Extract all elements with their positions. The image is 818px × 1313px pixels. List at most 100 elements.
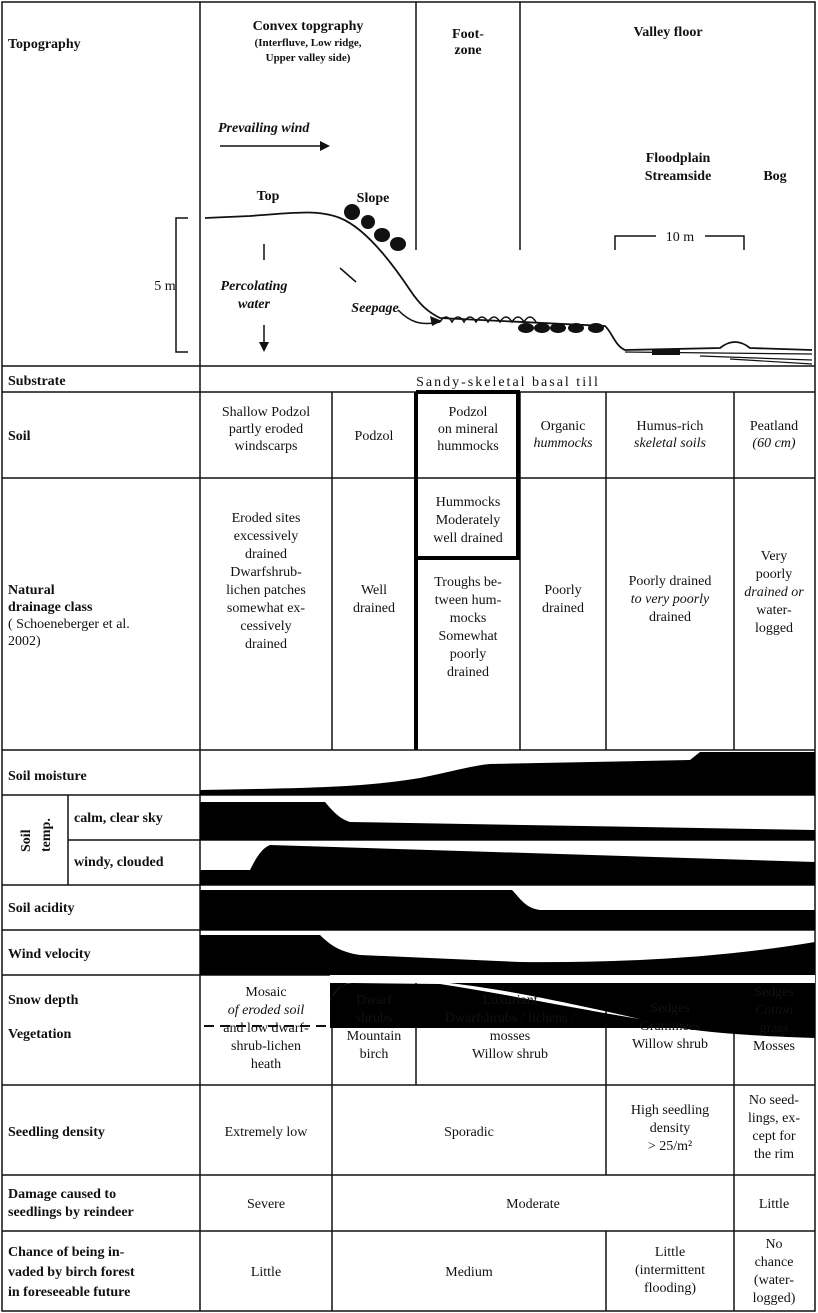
seed-c5-l3: > 25/m² xyxy=(648,1139,692,1154)
seed-c6-l1: No seed- xyxy=(749,1093,799,1108)
podzol-hummock-emphasis-box xyxy=(414,390,520,750)
chance-c1: Little xyxy=(251,1265,281,1280)
top-label: Top xyxy=(257,189,280,204)
veg-c1-l1: Mosaic xyxy=(245,985,286,1000)
drain-c3a-l2: Moderately xyxy=(436,513,501,528)
terrain-line xyxy=(204,211,813,351)
drain-c4-l1: Poorly xyxy=(544,583,581,598)
drain-c2-l2: drained xyxy=(353,601,395,616)
veg-c3-l4: Willow shrub xyxy=(472,1047,548,1062)
percolating-label-1: Percolating xyxy=(221,279,288,294)
soil-c1-line2: partly eroded xyxy=(229,422,303,437)
drain-c3b-l3: mocks xyxy=(450,611,487,626)
streamside-channel xyxy=(652,349,680,355)
drain-c6-l3: drained or xyxy=(744,585,804,600)
seed-c6-l2: lings, ex- xyxy=(748,1111,800,1126)
damage-label-1: Damage caused to xyxy=(8,1187,116,1202)
scale-5m-label: 5 m xyxy=(154,279,176,294)
soil-c3-line1: Podzol xyxy=(449,405,488,420)
veg-c5-l1: Sedges xyxy=(650,1001,690,1016)
drain-c1-l7: cessively xyxy=(240,619,291,634)
substrate-value: Sandy-skeletal basal till xyxy=(416,375,600,390)
snow-depth-band xyxy=(330,975,815,1038)
drainage-label-1: Natural xyxy=(8,583,55,598)
bog-label: Bog xyxy=(763,169,786,184)
soil-c5-line2: skeletal soils xyxy=(634,436,706,451)
soil-c4-line2: hummocks xyxy=(533,436,593,451)
drain-c6-l4: water- xyxy=(756,603,792,618)
row-label-soil-moisture: Soil moisture xyxy=(8,769,87,784)
drainage-label: Natural drainage class ( Schoeneberger e… xyxy=(8,583,130,649)
topography-profile xyxy=(175,141,813,365)
drain-c1-l8: drained xyxy=(245,637,287,652)
snow-depth-fill xyxy=(330,983,815,1028)
row-label-topography: Topography xyxy=(8,37,81,52)
row-label-vegetation: Vegetation xyxy=(8,1027,71,1042)
slope-label: Slope xyxy=(357,191,390,206)
drainage-label-2: drainage class xyxy=(8,600,93,615)
soil-cells: Shallow Podzol partly eroded windscarps … xyxy=(222,405,798,454)
drain-c3b-l5: poorly xyxy=(450,647,487,662)
chance-c6-l2: chance xyxy=(755,1255,794,1270)
hummock-ripples xyxy=(439,316,537,324)
drain-c6-l5: logged xyxy=(755,621,793,636)
veg-c5-l2: Graminees xyxy=(640,1019,701,1034)
soil-c6-line1: Peatland xyxy=(750,419,798,434)
drain-c1-l4: Dwarfshrub- xyxy=(230,565,302,580)
drain-c1-l3: drained xyxy=(245,547,287,562)
veg-c2-l4: birch xyxy=(360,1047,389,1062)
veg-c6-l2: Cotton xyxy=(755,1003,793,1018)
veg-c1-l5: heath xyxy=(251,1057,281,1072)
seepage-arrow-upper xyxy=(339,267,357,283)
scale-10m-label: 10 m xyxy=(666,230,695,245)
drain-c3b-l1: Troughs be- xyxy=(434,575,502,590)
drain-c1-l2: excessively xyxy=(234,529,299,544)
drain-c3a-l3: well drained xyxy=(433,531,503,546)
gradient-bands xyxy=(200,752,815,1038)
drain-c1-l6: somewhat ex- xyxy=(227,601,305,616)
soil-c4-line1: Organic xyxy=(541,419,586,434)
scale-bar-5m xyxy=(175,217,188,353)
damage-c6: Little xyxy=(759,1197,789,1212)
soil-acidity-band xyxy=(200,890,815,930)
veg-c2-l2: shrubs xyxy=(356,1011,393,1026)
drain-c3b-l4: Somewhat xyxy=(438,629,497,644)
temp-windy-label: windy, clouded xyxy=(74,855,164,870)
veg-c3-l3: mosses xyxy=(490,1029,530,1044)
row-label-soil: Soil xyxy=(8,429,31,444)
soil-c1-line3: windscarps xyxy=(235,439,298,454)
temp-calm-label: calm, clear sky xyxy=(74,811,163,826)
damage-c2: Moderate xyxy=(506,1197,560,1212)
drain-c4-l2: drained xyxy=(542,601,584,616)
chance-c5-l1: Little xyxy=(655,1245,685,1260)
chance-c5-l3: flooding) xyxy=(644,1281,696,1296)
drain-c1-l1: Eroded sites xyxy=(232,511,301,526)
seed-c5-l2: density xyxy=(650,1121,690,1136)
soil-temp-label-2: temp. xyxy=(39,818,54,852)
soil-c2-line1: Podzol xyxy=(355,429,394,444)
seed-c6-l4: the rim xyxy=(754,1147,794,1162)
veg-c1-l3: and low dwarf- xyxy=(223,1021,309,1036)
seedling-cells: Extremely low Sporadic High seedling den… xyxy=(225,1093,801,1162)
chance-label-1: Chance of being in- xyxy=(8,1245,125,1260)
temp-calm-band xyxy=(200,802,815,840)
drainage-label-3: ( Schoeneberger et al. xyxy=(8,617,130,632)
drain-c5-l1: Poorly drained xyxy=(629,574,712,589)
chance-cells: Little Medium Little (intermittent flood… xyxy=(251,1237,796,1306)
scale-bar-10m xyxy=(614,235,656,250)
drain-c5-l3: drained xyxy=(649,610,691,625)
chance-label-2: vaded by birch forest xyxy=(8,1265,135,1280)
drainage-label-4: 2002) xyxy=(8,634,41,649)
convex-sub2: Upper valley side) xyxy=(266,52,351,64)
damage-label-2: seedlings by reindeer xyxy=(8,1205,134,1220)
drain-c2-l1: Well xyxy=(361,583,387,598)
row-label-snow-depth: Snow depth xyxy=(8,993,79,1008)
chance-c5-l2: (intermittent xyxy=(635,1263,705,1278)
chance-c6-l3: (water- xyxy=(754,1273,794,1288)
soil-c6-line2: (60 cm) xyxy=(752,436,795,451)
veg-c6-l4: Mosses xyxy=(753,1039,795,1054)
seed-c1: Extremely low xyxy=(225,1125,309,1140)
floodplain-label: Floodplain xyxy=(646,151,711,166)
row-label-wind-velocity: Wind velocity xyxy=(8,947,91,962)
veg-c6-l1: Sedges xyxy=(754,985,794,1000)
